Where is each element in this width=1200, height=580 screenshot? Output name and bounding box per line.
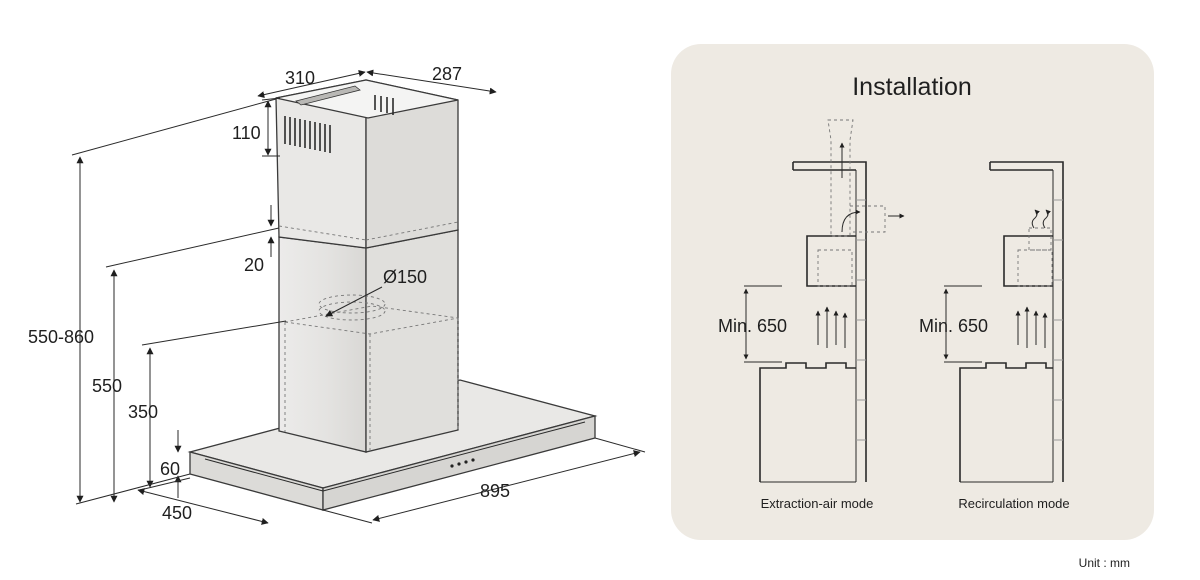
recirculation-caption: Recirculation mode bbox=[958, 496, 1069, 511]
vent-slots bbox=[284, 95, 394, 153]
recirculation-mode-diagram: Min. 650 Recirculation mode bbox=[919, 161, 1070, 511]
dim-height-350: 350 bbox=[128, 402, 158, 422]
unit-note: Unit : mm bbox=[1079, 556, 1130, 570]
extraction-mode-diagram: Min. 650 Extraction-air mode bbox=[718, 119, 905, 511]
dim-canopy-height: 60 bbox=[160, 459, 180, 479]
dim-depth: 450 bbox=[162, 503, 192, 523]
dim-vent-height: 110 bbox=[232, 123, 261, 143]
panel-background bbox=[671, 44, 1154, 540]
motor-box-hidden bbox=[284, 294, 459, 452]
dim-width: 895 bbox=[480, 481, 510, 501]
dim-overlap: 20 bbox=[244, 255, 264, 275]
dim-chimney-depth: 287 bbox=[432, 64, 462, 84]
recirculation-min-label: Min. 650 bbox=[919, 316, 988, 336]
dim-chimney-width: 310 bbox=[285, 68, 315, 88]
dim-total-height: 550-860 bbox=[28, 327, 94, 347]
extraction-min-label: Min. 650 bbox=[718, 316, 787, 336]
dim-height-550: 550 bbox=[92, 376, 122, 396]
dim-outlet-diameter: Ø150 bbox=[383, 267, 427, 287]
lower-chimney-right bbox=[365, 229, 459, 453]
hood-drawing: 310 287 110 20 Ø150 550-860 550 350 60 bbox=[28, 64, 646, 525]
lower-chimney-left bbox=[278, 236, 367, 453]
installation-title: Installation bbox=[852, 73, 972, 101]
extraction-caption: Extraction-air mode bbox=[761, 496, 874, 511]
installation-panel: Installation bbox=[671, 44, 1154, 540]
